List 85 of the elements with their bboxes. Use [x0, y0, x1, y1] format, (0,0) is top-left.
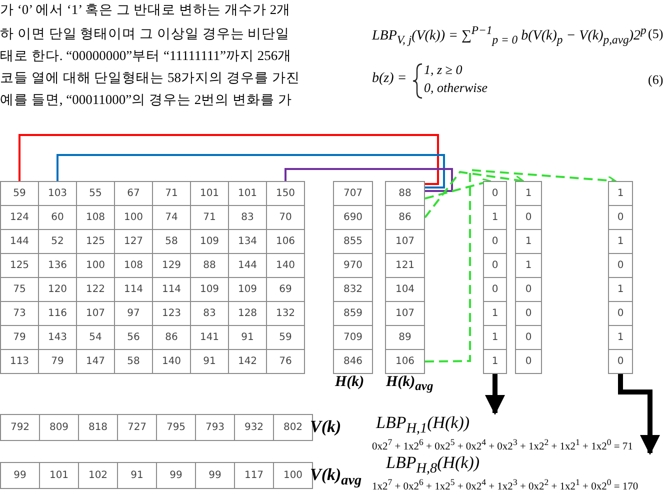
table-cell: 102: [78, 462, 118, 489]
table-cell: 1: [608, 181, 633, 206]
table-cell: 0: [608, 301, 633, 326]
table-cell: 150: [266, 181, 305, 206]
paragraph-line: 예를 들면, “00011000”의 경우는 2번의 변화를 가: [0, 91, 292, 109]
table-cell: 0: [608, 205, 633, 230]
equation-number: (6): [648, 72, 664, 88]
arrow: [424, 170, 524, 218]
axis-label: V(k): [310, 417, 342, 437]
table-cell: 121: [385, 253, 425, 278]
table-cell: 107: [385, 229, 425, 254]
arrow: [485, 374, 505, 415]
table-cell: 795: [156, 414, 196, 441]
formula-label: LBP$_{H,1}$(H(k)): [376, 413, 470, 438]
table-cell: 1: [483, 301, 507, 326]
equation-text: 0x2$^{7}$ + 1x2$^{6}$ + 0x2$^{5}$ + 0x2$^{4}$ + 0x2$^{3}$ + 1x2$^{2}$ + 1x2$^{1}$ + 1x2$^{0}$ = 71: [372, 437, 633, 453]
table-cell: 690: [333, 205, 373, 230]
table-cell: 846: [333, 349, 373, 374]
table-cell: 1: [483, 349, 507, 374]
table-cell: 91: [117, 462, 157, 489]
table-cell: 0: [483, 229, 507, 254]
table-cell: 59: [0, 181, 39, 206]
table-cell: 855: [333, 229, 373, 254]
table-cell: 792: [0, 414, 40, 441]
paragraph-line: 태로 한다. “00000000”부터 “11111111”까지 256개: [0, 47, 292, 65]
table-cell: 99: [195, 462, 235, 489]
arrow: [424, 178, 491, 200]
table-cell: 86: [385, 205, 425, 230]
table-cell: 0: [515, 325, 542, 350]
table-cell: 709: [333, 325, 373, 350]
table-cell: 859: [333, 301, 373, 326]
table-cell: 76: [266, 349, 305, 374]
table-cell: 1: [515, 253, 542, 278]
equation-text: 1x2$^{7}$ + 0x2$^{6}$ + 1x2$^{5}$ + 0x2$^{4}$ + 1x2$^{3}$ + 0x2$^{2}$ + 1x2$^{1}$ + 0x2$^{0}$ = 170: [372, 477, 638, 493]
table-cell: 106: [385, 349, 425, 374]
table-cell: 104: [385, 277, 425, 302]
table-cell: 0: [515, 205, 542, 230]
connector-line: [56, 154, 445, 188]
table-cell: 707: [333, 181, 373, 206]
table-cell: 0: [515, 277, 542, 302]
arrow: [618, 374, 660, 455]
table-cell: 818: [78, 414, 118, 441]
table-cell: 117: [234, 462, 274, 489]
table-cell: 107: [385, 301, 425, 326]
connector-line: [284, 168, 453, 192]
equation-text: LBP$_{V, j}$(V(k)) = ∑$^{P−1}$$_{p = 0}$ b(V(k)$_{p}$ − V(k)$_{p,avg}$)2$^{p}$: [372, 24, 646, 46]
table-cell: 0: [483, 253, 507, 278]
axis-label: V(k)$_{avg}$: [310, 465, 362, 490]
axis-label: H(k)$_{avg}$: [386, 374, 434, 394]
table-cell: 1: [608, 229, 633, 254]
equation-number: (5): [648, 26, 664, 42]
table-cell: 99: [156, 462, 196, 489]
table-cell: 793: [195, 414, 235, 441]
table-cell: 970: [333, 253, 373, 278]
paragraph-line: 하 이면 단일 형태이며 그 이상일 경우는 비단일: [0, 25, 290, 43]
table-cell: 0: [608, 253, 633, 278]
table-cell: 0: [608, 349, 633, 374]
arrow: [424, 168, 616, 362]
paragraph-line: 가 ‘0’ 에서 ‘1’ 혹은 그 반대로 변하는 개수가 2개: [0, 1, 291, 19]
table-cell: 1: [608, 277, 633, 302]
table-cell: 88: [385, 181, 425, 206]
table-cell: 99: [0, 462, 40, 489]
table-cell: 1: [483, 325, 507, 350]
table-cell: 101: [39, 462, 79, 489]
equation-text: 0, otherwise: [424, 80, 488, 96]
axis-label: H(k): [335, 374, 364, 391]
table-cell: 113: [0, 349, 39, 374]
equation-text: 1, z ≥ 0: [424, 62, 462, 78]
table-cell: 0: [515, 349, 542, 374]
table-cell: 0: [483, 277, 507, 302]
table-cell: 809: [39, 414, 79, 441]
table-cell: 1: [608, 325, 633, 350]
paragraph-line: 코들 열에 대해 단일형태는 58가지의 경우를 가진: [0, 69, 300, 87]
table-cell: 932: [234, 414, 274, 441]
connector-line: [18, 134, 439, 185]
table-cell: 89: [385, 325, 425, 350]
table-cell: 0: [515, 301, 542, 326]
table-cell: 1: [483, 205, 507, 230]
table-cell: 1: [515, 181, 542, 206]
table-cell: 0: [483, 181, 507, 206]
table-cell: 727: [117, 414, 157, 441]
table-cell: 1: [515, 229, 542, 254]
equation-text: b(z) =: [372, 71, 407, 87]
table-cell: 832: [333, 277, 373, 302]
formula-label: LBP$_{H,8}$(H(k)): [386, 453, 480, 478]
